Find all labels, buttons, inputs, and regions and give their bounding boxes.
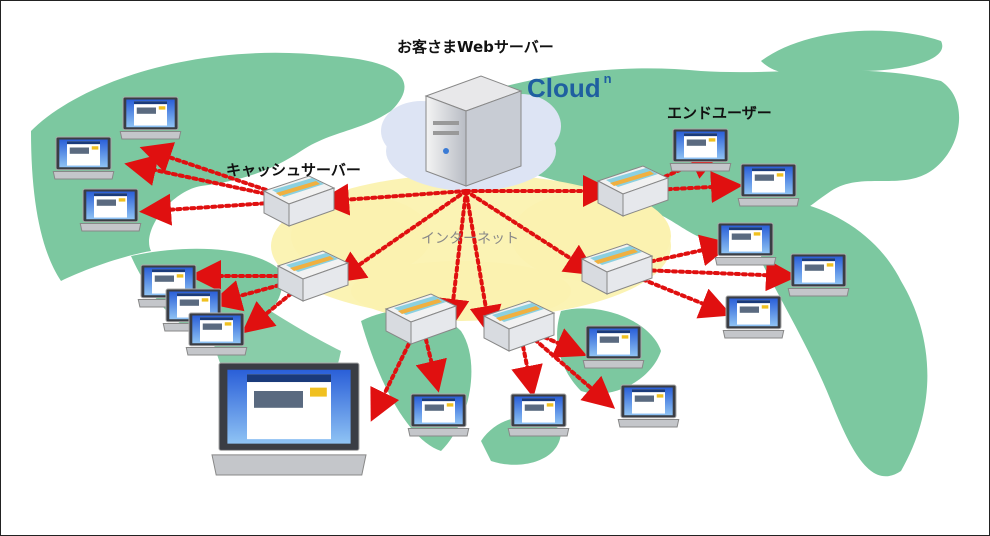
cache-server-icon bbox=[580, 243, 654, 295]
arrow-line bbox=[464, 189, 502, 338]
cache-server-icon bbox=[262, 175, 336, 227]
end-user-laptop-icon bbox=[119, 96, 182, 140]
web-server-icon bbox=[424, 75, 523, 187]
arrow-line bbox=[317, 183, 468, 216]
end-user-laptop-icon bbox=[79, 188, 142, 232]
end-user-laptop-icon bbox=[617, 384, 680, 428]
end-user-laptop-icon bbox=[722, 295, 785, 339]
cloudn-logo-text: Cloud bbox=[527, 73, 601, 103]
end-user-laptop-icon bbox=[714, 222, 777, 266]
cache-server-icon bbox=[276, 250, 350, 302]
cache-server-icon bbox=[482, 300, 556, 352]
cloudn-logo-sup: n bbox=[603, 71, 612, 86]
arrow-line bbox=[437, 189, 470, 331]
internet-label: インターネット bbox=[421, 231, 519, 247]
end-user-laptop-icon bbox=[507, 393, 570, 437]
end-user-laptop-icon bbox=[407, 393, 470, 437]
end-user-laptop-icon bbox=[52, 136, 115, 180]
cache-server-icon bbox=[384, 293, 458, 345]
end-user-laptop-icon bbox=[669, 128, 732, 172]
web-server-label: お客さまWebサーバー bbox=[397, 38, 554, 56]
cache-server-label: キャッシュサーバー bbox=[226, 161, 361, 179]
arrow-line bbox=[464, 189, 598, 276]
cache-server-icon bbox=[596, 165, 670, 217]
end-user-laptop-icon bbox=[787, 253, 850, 297]
end-users-label: エンドユーザー bbox=[667, 104, 772, 122]
end-user-laptop-icon bbox=[737, 163, 800, 207]
large-laptop-icon bbox=[211, 362, 367, 476]
end-user-laptop-icon bbox=[185, 312, 248, 356]
end-user-laptop-icon bbox=[582, 325, 645, 369]
arrow-line bbox=[333, 189, 468, 283]
